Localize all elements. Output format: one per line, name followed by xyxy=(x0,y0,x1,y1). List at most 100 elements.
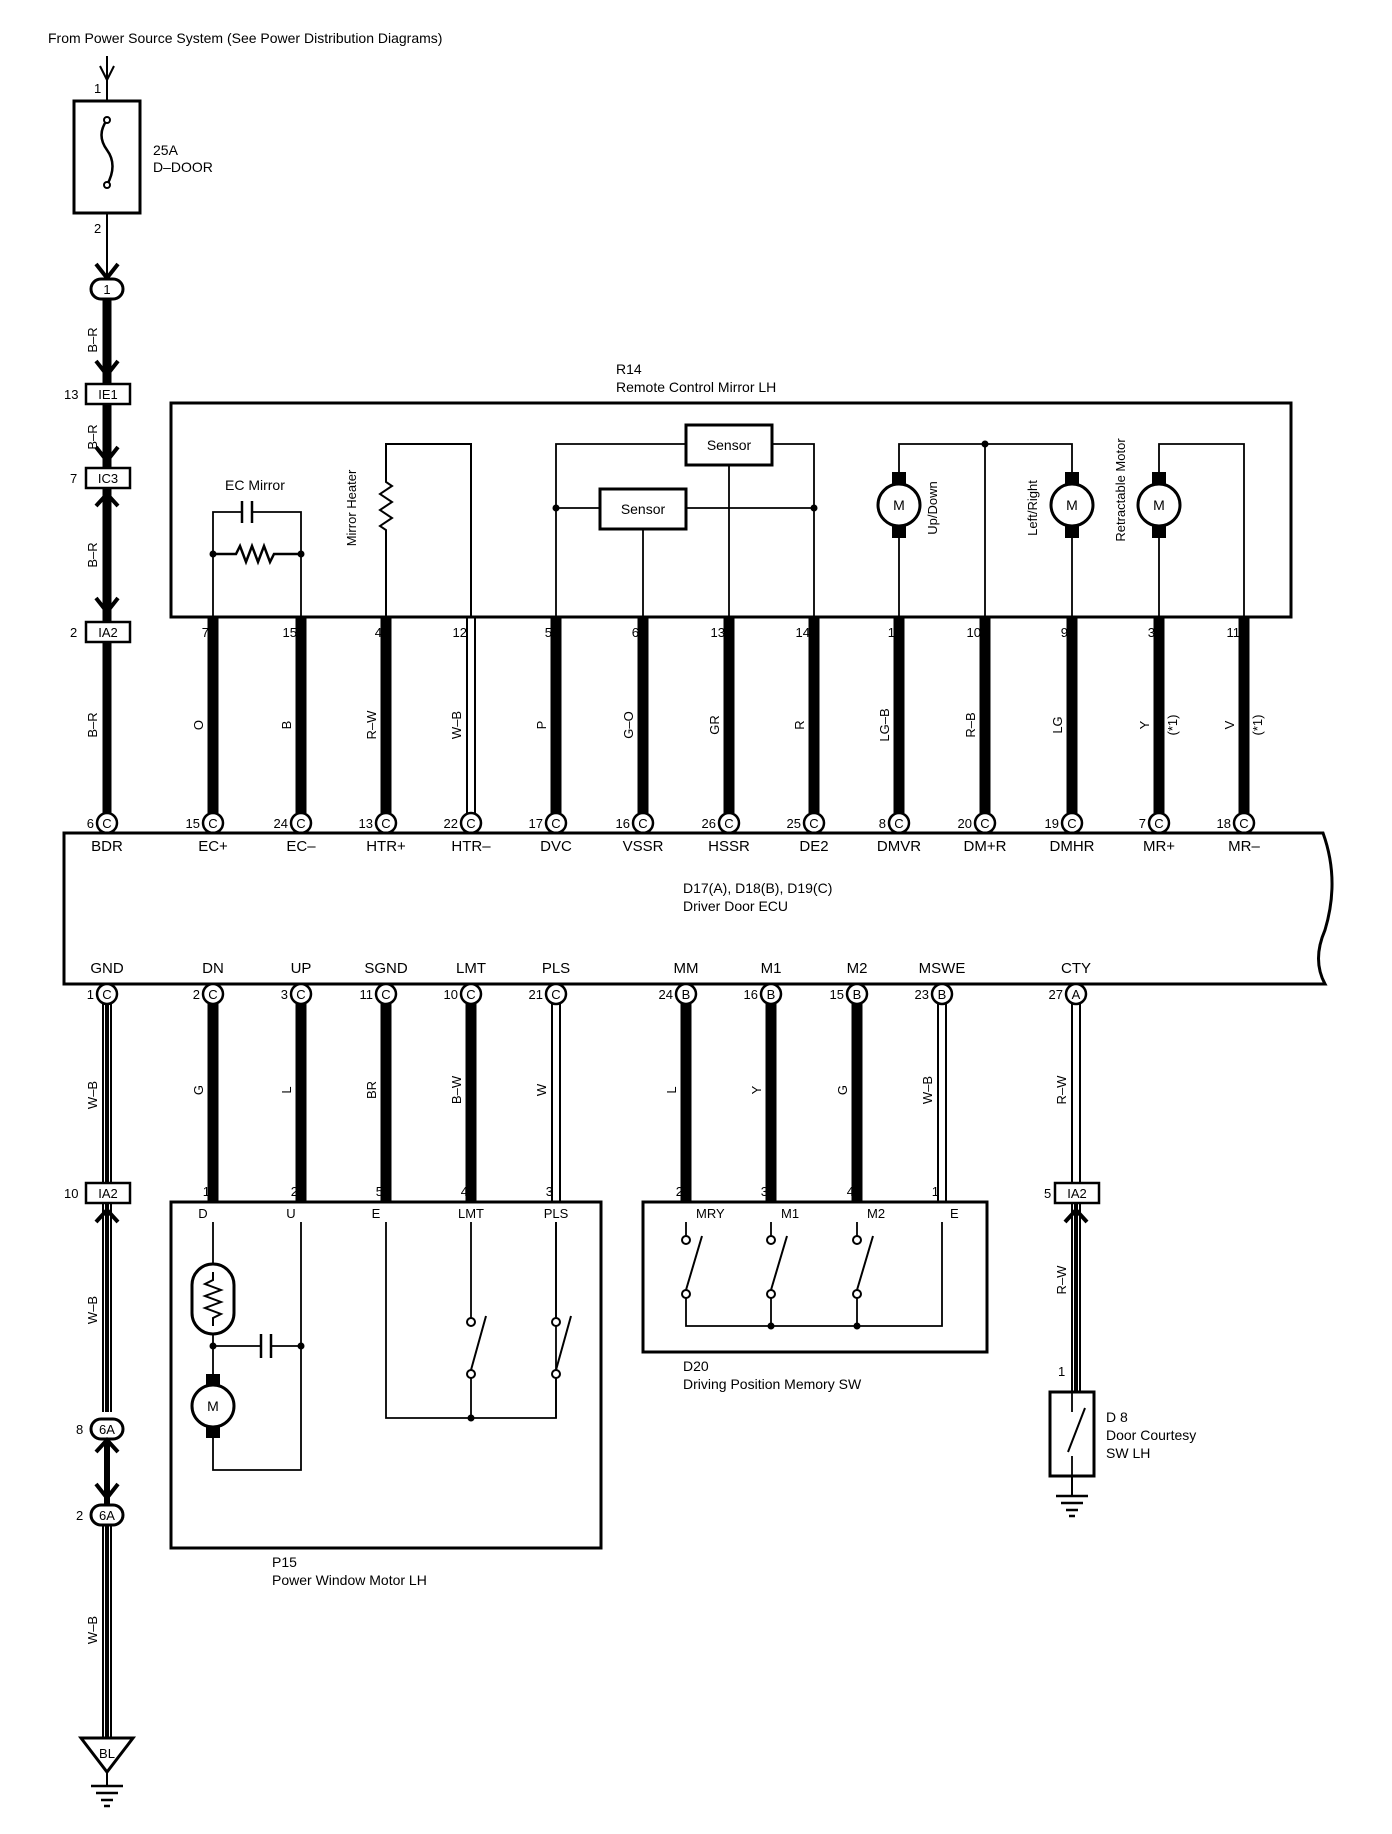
ecu-connector-letter: C xyxy=(551,987,560,1002)
ecu-connector-letter: B xyxy=(853,987,862,1002)
wire-note: (*1) xyxy=(1165,715,1180,736)
ecu-component: D17(A), D18(B), D19(C) Driver Door ECU xyxy=(62,831,1334,986)
ecu-pin-number: 21 xyxy=(529,987,543,1002)
wire-color-label: G xyxy=(835,1085,850,1095)
wire-color-label: LG–B xyxy=(877,708,892,741)
bdr-conn: C xyxy=(102,816,111,831)
mirror-pin-number: 9 xyxy=(1061,625,1068,640)
mirror-pin-number: 11 xyxy=(1227,625,1241,640)
device-terminal-name: MRY xyxy=(696,1206,725,1221)
ecu-pin-number: 26 xyxy=(702,816,716,831)
ground-point-label: BL xyxy=(99,1746,115,1761)
ecu-connector-letter: C xyxy=(1239,816,1248,831)
device-pin-number: 3 xyxy=(546,1184,553,1199)
ecu-terminal xyxy=(1064,982,1088,1006)
ecu-terminal-name: MSWE xyxy=(919,960,966,977)
fuse-amp: 25A xyxy=(153,142,179,158)
ecu-connector-letter: C xyxy=(381,987,390,1002)
fuse: 1 25A D–DOOR 2 xyxy=(72,56,213,285)
ecu-pin-number: 24 xyxy=(659,987,673,1002)
ecu-connector-letter: C xyxy=(381,816,390,831)
heater-label: Mirror Heater xyxy=(344,469,359,546)
ecu-terminal-name: DN xyxy=(202,960,224,977)
wire-note: (*1) xyxy=(1250,715,1265,736)
ec-mirror-label: EC Mirror xyxy=(225,477,285,493)
ecu-terminal-name: DMHR xyxy=(1050,838,1095,855)
ecu-connector-letter: C xyxy=(102,987,111,1002)
motor-letter: M xyxy=(207,1398,219,1414)
wire-color-label: GR xyxy=(707,715,722,735)
fuse-name: D–DOOR xyxy=(153,159,213,175)
wire-color-label: R xyxy=(792,720,807,729)
mirror-pin-number: 1 xyxy=(888,625,895,640)
conn-pin: 2 xyxy=(70,625,77,640)
ecu-pin-number: 27 xyxy=(1049,987,1063,1002)
sensor-1 xyxy=(684,423,774,467)
conn-name: IE1 xyxy=(98,387,118,402)
ecu-connector-letter: B xyxy=(938,987,947,1002)
mirror-component: R14 Remote Control Mirror LH EC Mirror M… xyxy=(169,361,1293,619)
ecu-connector-letter: C xyxy=(980,816,989,831)
wire-color-label: P xyxy=(534,721,549,730)
header-text: From Power Source System (See Power Dist… xyxy=(48,30,442,46)
ecu-connector-letter: A xyxy=(1072,987,1081,1002)
wire-label: W–B xyxy=(85,1616,100,1644)
ecu-terminal-name: CTY xyxy=(1061,960,1091,977)
motor-letter: M xyxy=(1066,497,1078,513)
ecu-pin-number: 10 xyxy=(444,987,458,1002)
ecu-title: Driver Door ECU xyxy=(683,898,788,914)
wire-label: R–W xyxy=(1054,1265,1069,1295)
device-terminal-name: M2 xyxy=(867,1206,885,1221)
ecu-pin-number: 17 xyxy=(529,816,543,831)
conn-pin: 7 xyxy=(70,471,77,486)
conn-name: IA2 xyxy=(98,1186,118,1201)
window-motor-title: Power Window Motor LH xyxy=(272,1572,427,1588)
wire-color-label: W–B xyxy=(449,711,464,739)
device-pin-number: 1 xyxy=(203,1184,210,1199)
wire-color-label: Y xyxy=(1137,720,1152,729)
fuse-pin-out: 2 xyxy=(94,221,101,236)
mirror-pin-number: 15 xyxy=(283,625,297,640)
motor-letter: M xyxy=(893,497,905,513)
device-terminal-name: LMT xyxy=(458,1206,484,1221)
ecu-terminal xyxy=(930,982,954,1006)
ecu-terminal-name: MM xyxy=(674,960,699,977)
ecu-pin-number: 2 xyxy=(193,987,200,1002)
bdr-terminal: 6 C BDR xyxy=(87,811,123,855)
ecu-pin-number: 7 xyxy=(1139,816,1146,831)
window-motor-component: P15 Power Window Motor LH M xyxy=(169,1200,603,1588)
ecu-pin-number: 11 xyxy=(360,987,374,1002)
ecu-connector-letter: C xyxy=(208,816,217,831)
sensor-2-label: Sensor xyxy=(621,501,666,517)
conn-name: IA2 xyxy=(98,625,118,640)
memory-sw-title: Driving Position Memory SW xyxy=(683,1376,862,1392)
ecu-terminal-name: HSSR xyxy=(708,838,750,855)
courtesy-pin: 1 xyxy=(1058,1364,1065,1379)
mirror-pin-number: 6 xyxy=(632,625,639,640)
motor-letter: M xyxy=(1153,497,1165,513)
ecu-connector-letter: C xyxy=(894,816,903,831)
ecu-pin-number: 22 xyxy=(444,816,458,831)
device-terminal-name: PLS xyxy=(544,1206,569,1221)
ecu-terminal-name: GND xyxy=(90,960,124,977)
ecu-pin-number: 23 xyxy=(915,987,929,1002)
ecu-terminal-name: HTR+ xyxy=(366,838,406,855)
ecu-pin-number: 3 xyxy=(281,987,288,1002)
device-pin-number: 2 xyxy=(291,1184,298,1199)
conn-pin: 10 xyxy=(64,1186,78,1201)
window-motor-code: P15 xyxy=(272,1554,297,1570)
conn-pin: 13 xyxy=(64,387,78,402)
ecu-connector-letter: C xyxy=(724,816,733,831)
wire-color-label: R–W xyxy=(364,710,379,740)
device-pin-number: 5 xyxy=(376,1184,383,1199)
